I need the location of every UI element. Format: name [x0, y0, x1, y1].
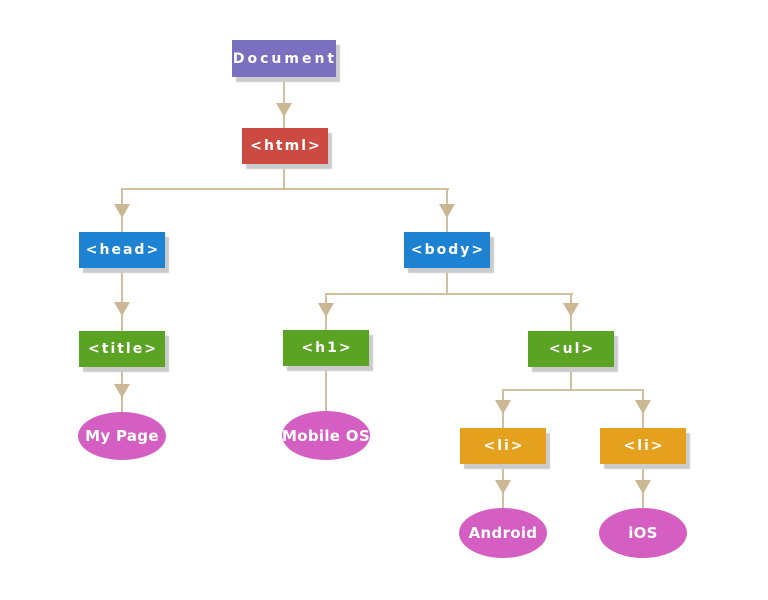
node-android: Android — [459, 508, 547, 558]
edge-head-title-line — [121, 268, 123, 331]
arrowhead-icon — [635, 480, 651, 494]
edge-html-stem-line — [283, 164, 285, 190]
arrowhead-icon — [318, 303, 334, 317]
edge-html-children-line — [121, 188, 449, 190]
node-title: <title> — [79, 331, 165, 367]
node-body: <body> — [404, 232, 490, 268]
edge-ul-children-line — [502, 389, 644, 391]
edge-body-children-line — [325, 293, 573, 295]
arrowhead-icon — [114, 302, 130, 316]
node-ul: <ul> — [528, 331, 614, 367]
edge-ul-stem-line — [570, 367, 572, 390]
arrowhead-icon — [563, 303, 579, 317]
node-li-2: <li> — [600, 428, 686, 464]
node-document: Document — [232, 40, 336, 77]
arrowhead-icon — [495, 400, 511, 414]
node-h1: <h1> — [283, 330, 369, 366]
edge-body-stem-line — [446, 268, 448, 294]
arrowhead-icon — [114, 384, 130, 398]
arrowhead-icon — [495, 480, 511, 494]
node-li-1: <li> — [460, 428, 546, 464]
edge-h1-mobileos-line — [325, 366, 327, 411]
arrowhead-icon — [276, 103, 292, 117]
node-mobile-os: Mobile OS — [282, 411, 370, 460]
arrowhead-icon — [439, 204, 455, 218]
edge-document-html-line — [283, 77, 285, 128]
node-my-page: My Page — [78, 412, 166, 460]
arrowhead-icon — [635, 400, 651, 414]
node-ios: iOS — [599, 508, 687, 558]
node-html: <html> — [242, 128, 328, 164]
arrowhead-icon — [114, 204, 130, 218]
node-head: <head> — [79, 232, 165, 268]
